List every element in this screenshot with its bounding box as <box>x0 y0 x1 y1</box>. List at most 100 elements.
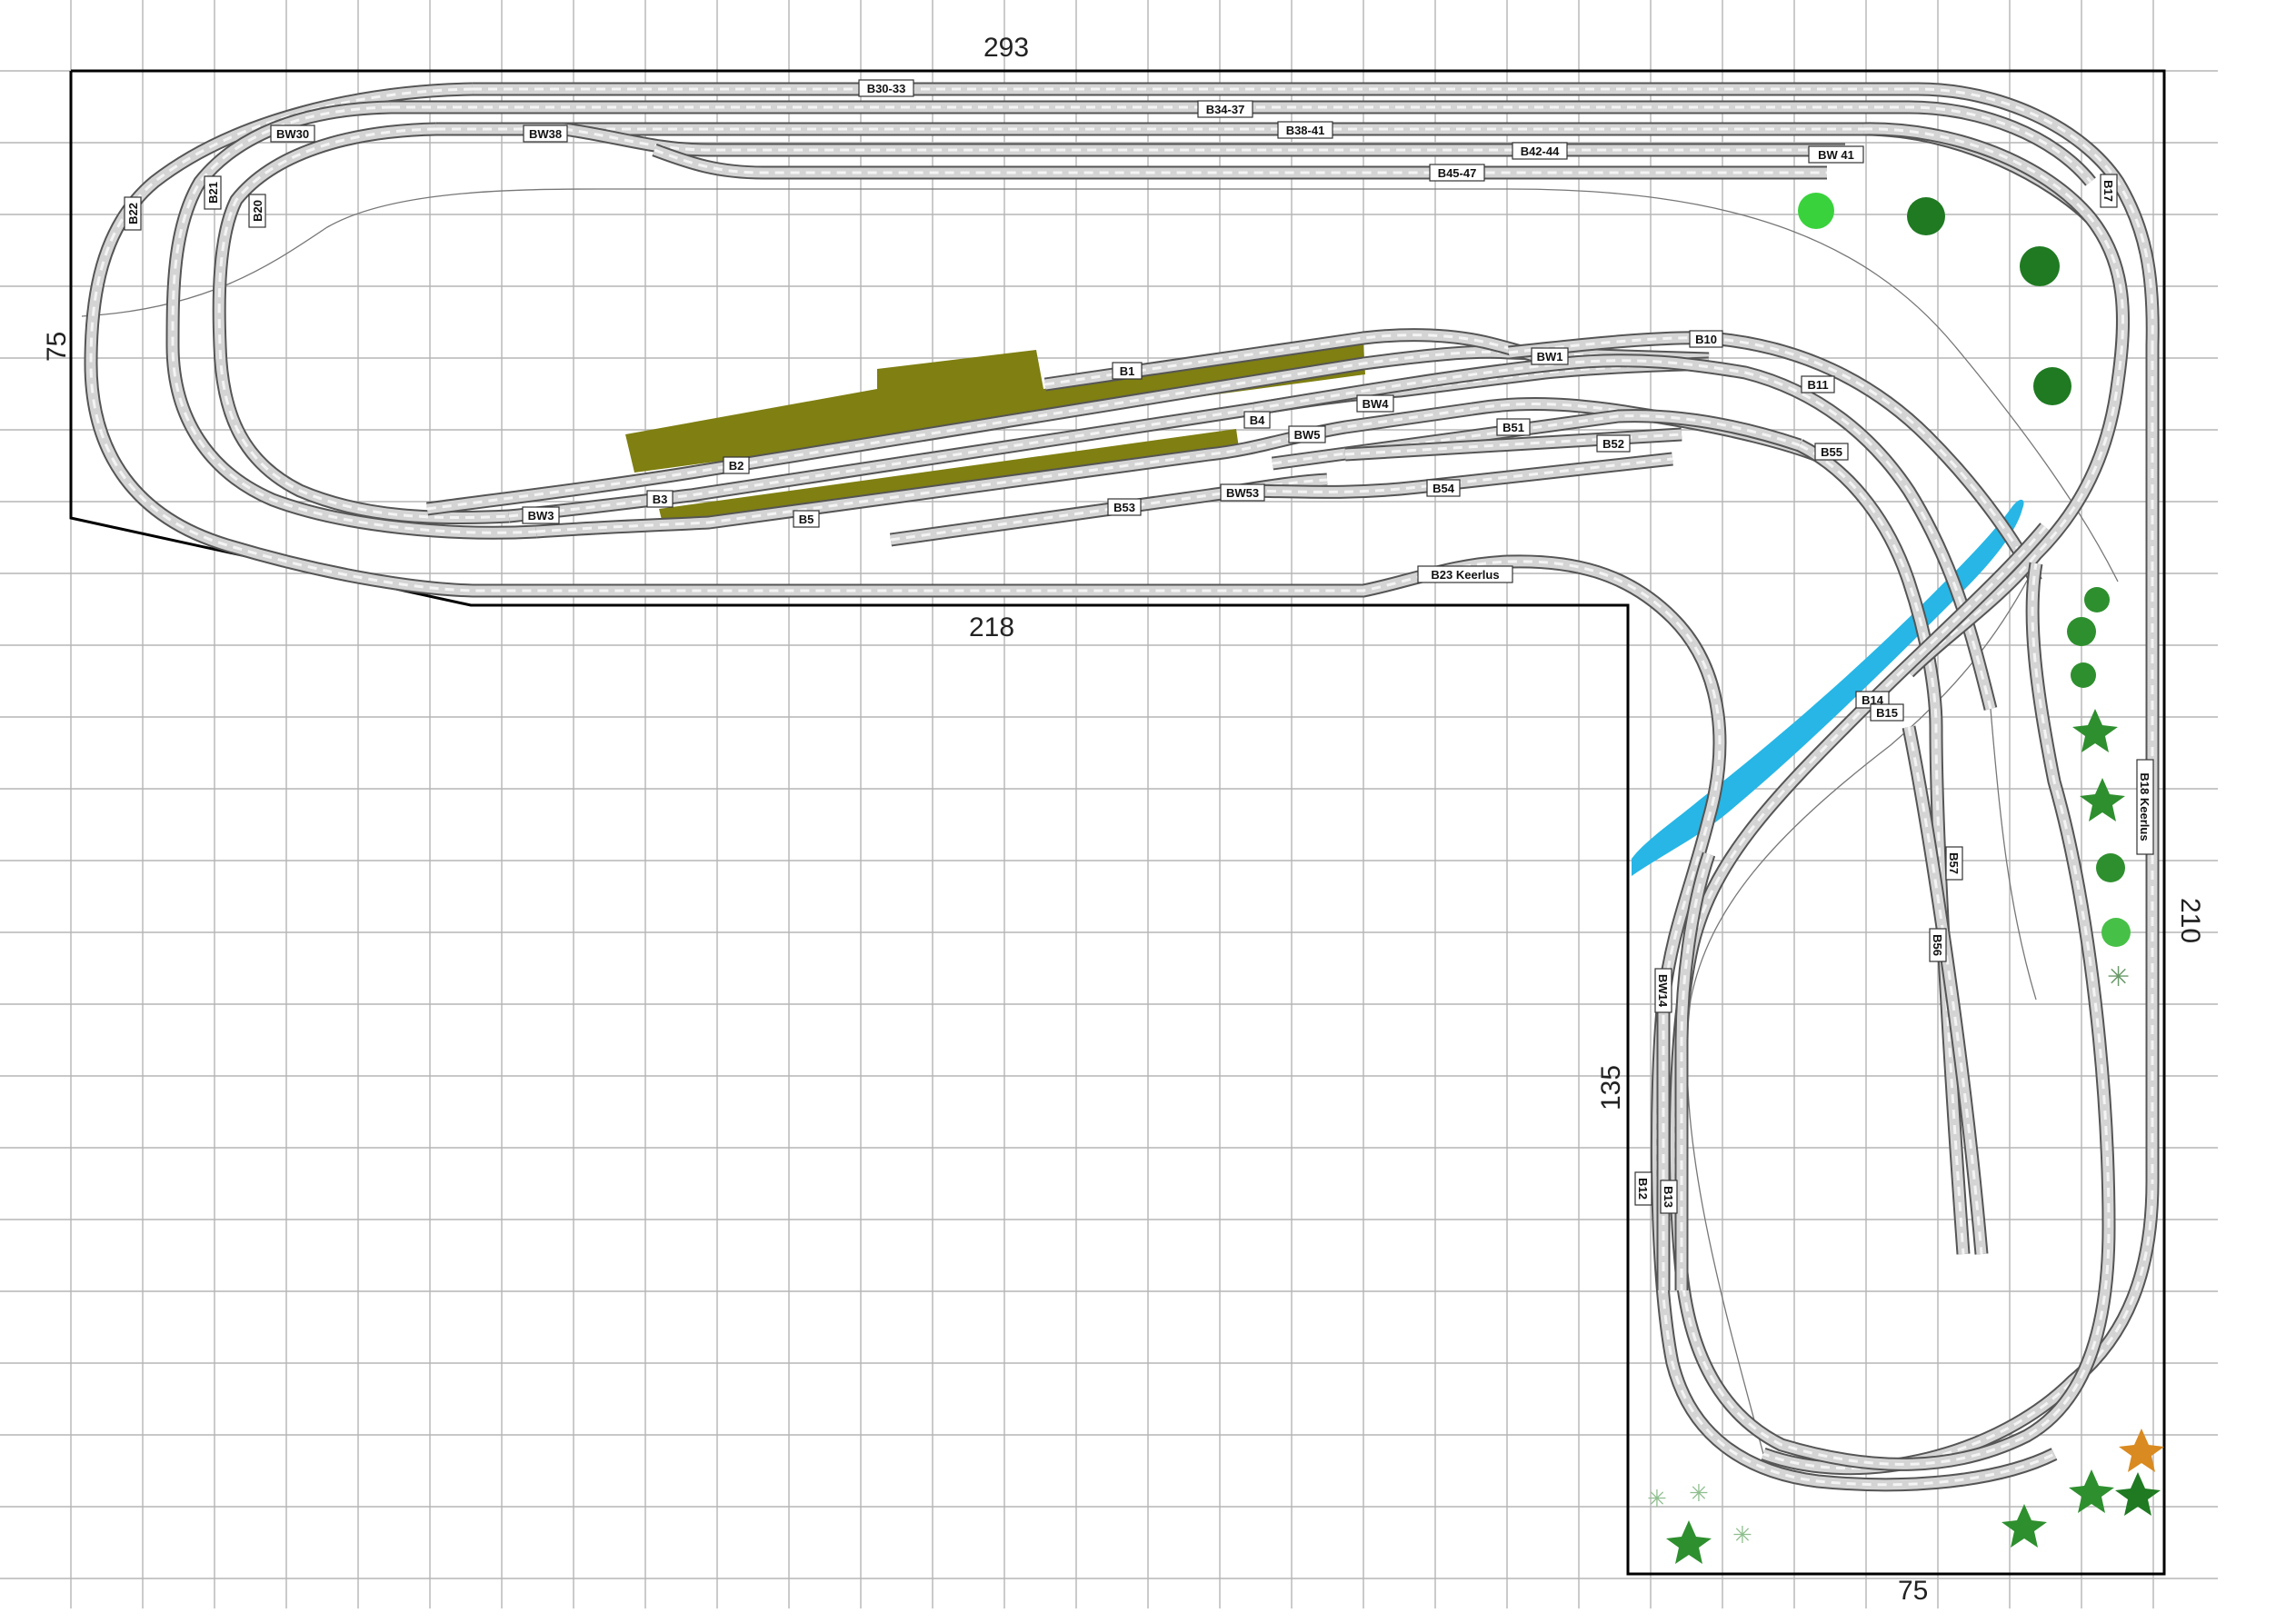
svg-text:B13: B13 <box>1662 1186 1675 1208</box>
svg-text:BW3: BW3 <box>528 509 554 523</box>
svg-text:BW4: BW4 <box>1363 397 1390 411</box>
svg-text:B57: B57 <box>1947 852 1961 874</box>
track-bed <box>214 124 510 523</box>
track-bed <box>167 102 537 538</box>
svg-text:BW53: BW53 <box>1226 486 1259 500</box>
track-sleepers <box>1862 127 2125 674</box>
svg-text:B2: B2 <box>729 459 744 473</box>
label-b21: B21 <box>204 175 222 210</box>
label-b53: B53 <box>1107 498 1142 516</box>
track-sleepers <box>1272 414 1801 465</box>
track-sleepers <box>563 127 1845 152</box>
label-b30-33: B30-33 <box>858 79 914 97</box>
label-b38-41: B38-41 <box>1277 121 1333 139</box>
bush-icon <box>2071 662 2096 688</box>
tree-star-icon <box>2069 1469 2114 1513</box>
track-b14-b15 <box>1675 527 2109 1464</box>
label-bw38: BW38 <box>523 124 568 143</box>
label-b13: B13 <box>1660 1180 1678 1214</box>
label-b18-keerlus: B18 Keerlus <box>2136 759 2154 855</box>
track-bed <box>85 84 2057 1490</box>
svg-text:B45-47: B45-47 <box>1438 166 1477 180</box>
label-b55: B55 <box>1814 443 1849 461</box>
dim-bottom: 75 <box>1898 1576 1928 1606</box>
svg-text:B42-44: B42-44 <box>1521 144 1560 158</box>
dim-left: 75 <box>42 332 72 362</box>
track-rail <box>1668 523 2116 1471</box>
label-b5: B5 <box>793 510 820 528</box>
svg-text:BW30: BW30 <box>276 127 309 141</box>
label-b15: B15 <box>1870 703 1904 722</box>
tree-layer: ✳ ✳ ✳ ✳ <box>1647 193 2164 1564</box>
svg-text:B12: B12 <box>1636 1178 1650 1200</box>
svg-text:B51: B51 <box>1502 421 1524 434</box>
label-b12: B12 <box>1634 1171 1652 1206</box>
track-sleepers <box>535 403 1837 533</box>
label-b45-47: B45-47 <box>1429 164 1485 182</box>
tree-star-icon <box>2072 709 2118 752</box>
label-bw30: BW30 <box>270 124 315 143</box>
label-bw4: BW4 <box>1356 394 1394 413</box>
label-b52: B52 <box>1596 434 1631 453</box>
dim-inner-bottom: 218 <box>969 612 1014 642</box>
track-bed <box>473 84 2158 1474</box>
track-sleepers <box>1799 443 1965 1255</box>
tree-star-icon <box>2119 1429 2164 1472</box>
water-stream <box>1632 499 2024 876</box>
layout-outline <box>69 69 2166 1576</box>
label-b10: B10 <box>1689 330 1723 348</box>
bush-icon <box>2084 587 2110 612</box>
bush-icon <box>2101 918 2131 947</box>
bush-icon <box>2096 853 2125 882</box>
svg-text:BW14: BW14 <box>1656 974 1670 1008</box>
tree-star-icon <box>2080 778 2125 821</box>
svg-text:B20: B20 <box>251 200 265 222</box>
svg-text:B15: B15 <box>1876 706 1898 720</box>
dim-top: 293 <box>983 33 1029 63</box>
label-bw41: BW 41 <box>1808 145 1864 164</box>
tree-star-icon <box>2002 1504 2047 1548</box>
label-layer: B30-33 B34-37 B38-41 B42-44 BW 41 B45-47… <box>124 79 2154 1214</box>
label-bw1: BW1 <box>1531 347 1569 365</box>
contour-line <box>1990 708 2037 1001</box>
label-bw5: BW5 <box>1288 425 1326 443</box>
track-bed <box>653 144 1827 178</box>
plant-icon: ✳ <box>1732 1522 1752 1549</box>
svg-text:B11: B11 <box>1807 378 1828 392</box>
tree-round-icon <box>1907 197 1945 235</box>
label-b2: B2 <box>723 456 750 474</box>
label-bw14: BW14 <box>1654 968 1672 1013</box>
plant-icon: ✳ <box>1689 1480 1709 1508</box>
track-sleepers <box>1508 336 2038 582</box>
track-sleepers <box>391 105 2092 183</box>
label-b1: B1 <box>1112 362 1143 380</box>
track-rail <box>84 82 2058 1492</box>
label-b34-37: B34-37 <box>1197 100 1253 118</box>
svg-text:BW 41: BW 41 <box>1818 148 1854 162</box>
label-b20: B20 <box>248 194 266 228</box>
label-b3: B3 <box>646 490 674 508</box>
label-b51: B51 <box>1496 418 1531 436</box>
contour-line <box>1686 563 2037 1455</box>
label-b42-44: B42-44 <box>1512 142 1568 160</box>
label-bw53: BW53 <box>1220 483 1265 502</box>
track-left-outer <box>91 89 2054 1485</box>
svg-text:B56: B56 <box>1931 934 1944 956</box>
svg-text:B23 Keerlus: B23 Keerlus <box>1431 568 1499 582</box>
svg-text:B10: B10 <box>1695 333 1717 346</box>
track-sleepers <box>1673 526 2111 1466</box>
track-sleepers <box>473 87 2154 1470</box>
svg-text:BW38: BW38 <box>529 127 562 141</box>
svg-text:B5: B5 <box>799 513 814 526</box>
svg-text:B22: B22 <box>126 203 140 224</box>
svg-text:B21: B21 <box>206 182 220 204</box>
svg-text:B4: B4 <box>1250 413 1265 427</box>
track-sleepers <box>171 105 537 534</box>
track-sleepers <box>89 87 2055 1487</box>
svg-text:B3: B3 <box>653 493 668 506</box>
svg-text:B14: B14 <box>1862 693 1884 707</box>
track-sleepers <box>426 350 1710 511</box>
label-b22: B22 <box>124 196 142 231</box>
tree-round-icon <box>1798 193 1834 229</box>
svg-text:B34-37: B34-37 <box>1206 103 1245 116</box>
